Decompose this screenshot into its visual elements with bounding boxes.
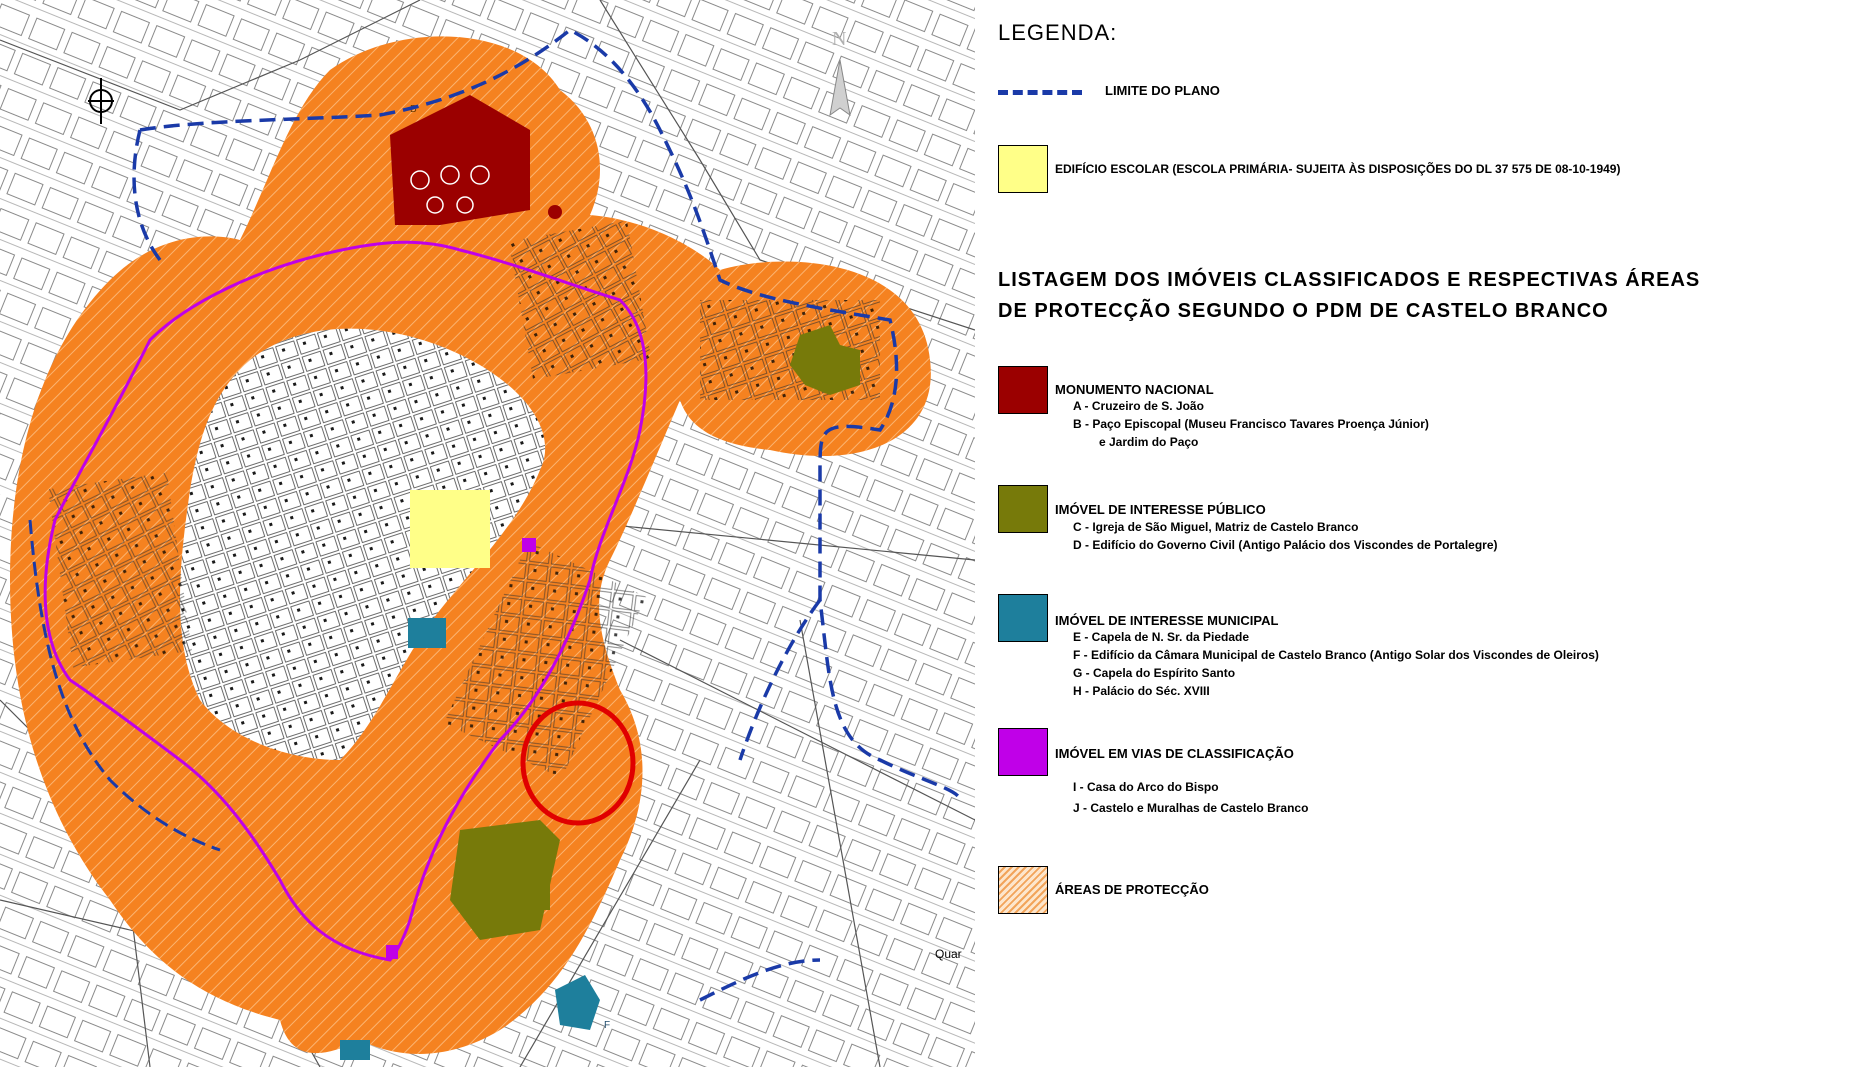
legend-title: LEGENDA:: [998, 20, 1118, 45]
north-arrow: N: [829, 28, 851, 117]
listing-title-line1: LISTAGEM DOS IMÓVEIS CLASSIFICADOS E RES…: [998, 269, 1701, 291]
public-interest-title: IMÓVEL DE INTERESSE PÚBLICO: [1055, 502, 1266, 517]
school-label: EDIFÍCIO ESCOLAR (ESCOLA PRIMÁRIA- SUJEI…: [1055, 162, 1621, 176]
municipal-item-g: G - Capela do Espírito Santo: [1073, 666, 1236, 680]
listing-title: LISTAGEM DOS IMÓVEIS CLASSIFICADOS E RES…: [998, 265, 1700, 327]
monument-item-b: B - Paço Episcopal (Museu Francisco Tava…: [1073, 417, 1429, 431]
public-interest-swatch: [998, 485, 1048, 533]
historic-blocks: [180, 328, 546, 760]
public-interest-item-c: C - Igreja de São Miguel, Matriz de Cast…: [1073, 520, 1359, 534]
map-canvas: B F N: [0, 0, 975, 1067]
monument-item-b2: e Jardim do Paço: [1099, 435, 1199, 449]
parcel-letter-b: B: [410, 104, 417, 115]
protection-swatch: [998, 866, 1048, 914]
building-outlines: [48, 220, 880, 779]
arco-bispo-marker: [522, 538, 536, 552]
north-label: N: [832, 28, 846, 50]
municipal-item-h: H - Palácio do Séc. XVIII: [1073, 684, 1210, 698]
highlight-circle: [520, 700, 636, 826]
municipal-item-e: E - Capela de N. Sr. da Piedade: [1073, 630, 1250, 644]
survey-mark-icon: [88, 78, 114, 124]
monument-cruzeiro: [548, 205, 562, 219]
monument-item-a: A - Cruzeiro de S. João: [1073, 399, 1204, 413]
monument-title: MONUMENTO NACIONAL: [1055, 382, 1214, 397]
public-interest-buildings: [450, 325, 860, 940]
plan-limit-label: LIMITE DO PLANO: [1105, 83, 1220, 98]
map-panel: B F N: [0, 0, 975, 1067]
plan-limit-line-west: [28, 519, 221, 852]
legend-panel: LEGENDA: LIMITE DO PLANO EDIFÍCIO ESCOLA…: [975, 0, 1867, 1067]
public-interest-item-d: D - Edifício do Governo Civil (Antigo Pa…: [1073, 538, 1498, 552]
classification-boundary: [43, 240, 648, 962]
classification-item-j: J - Castelo e Muralhas de Castelo Branco: [1073, 801, 1309, 815]
street-label: Quar: [935, 947, 962, 961]
municipal-swatch: [998, 594, 1048, 642]
protection-label: ÁREAS DE PROTECÇÃO: [1055, 882, 1209, 897]
classification-title: IMÓVEL EM VIAS DE CLASSIFICAÇÃO: [1055, 746, 1294, 761]
parcel-letter-f: F: [604, 1020, 610, 1031]
monument-swatch: [998, 366, 1048, 414]
municipal-title: IMÓVEL DE INTERESSE MUNICIPAL: [1055, 613, 1279, 628]
school-building: [410, 490, 490, 568]
monument-paco-episcopal: B: [390, 95, 530, 225]
classification-item-i: I - Casa do Arco do Bispo: [1073, 780, 1219, 794]
municipal-item-f: F - Edifício da Câmara Municipal de Cast…: [1073, 648, 1599, 662]
school-swatch: [998, 145, 1048, 193]
wall-marker: [386, 945, 398, 959]
listing-title-line2: DE PROTECÇÃO SEGUNDO O PDM DE CASTELO BR…: [998, 300, 1609, 322]
plan-limit-swatch: [998, 90, 1082, 95]
municipal-interest-buildings: [340, 618, 600, 1060]
classification-swatch: [998, 728, 1048, 776]
